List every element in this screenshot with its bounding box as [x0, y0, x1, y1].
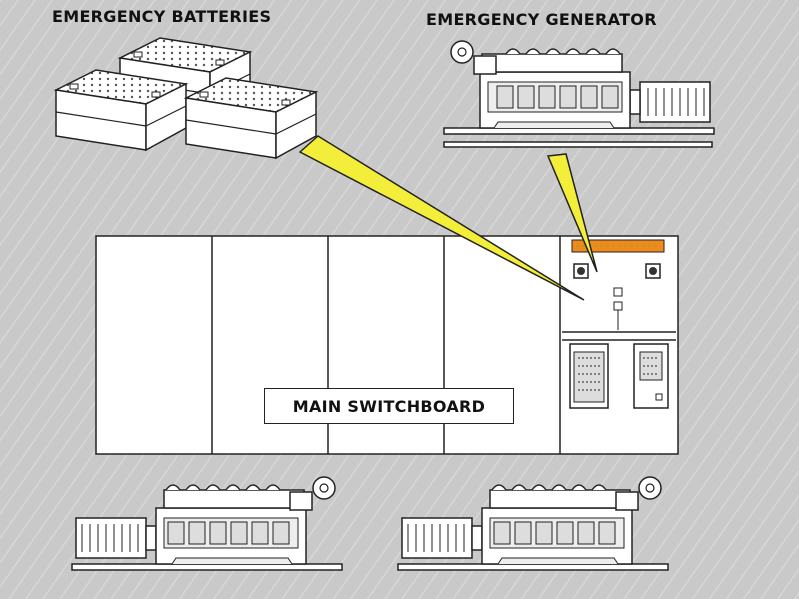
main-switchboard-label: MAIN SWITCHBOARD	[264, 388, 514, 424]
switchboard-panel	[95, 235, 679, 455]
pointer-arrow	[298, 135, 585, 301]
pointer-arrow	[546, 153, 598, 273]
emergency-batteries-label: EMERGENCY BATTERIES	[52, 7, 272, 26]
emergency-generator-label: EMERGENCY GENERATOR	[426, 10, 657, 29]
